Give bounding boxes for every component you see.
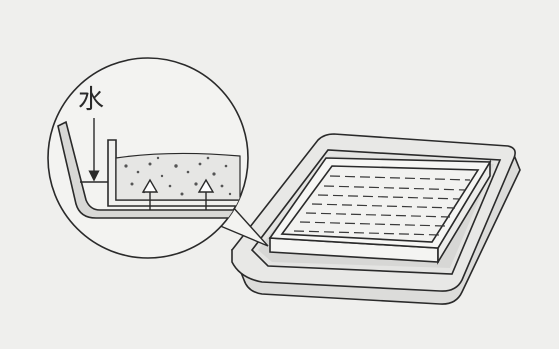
callout-soil-speckles <box>124 156 232 196</box>
magnified-callout: 水 <box>47 57 269 259</box>
callout-tray-wall <box>57 120 248 219</box>
water-label: 水 <box>78 85 104 115</box>
absorption-arrows <box>141 178 215 210</box>
seedling-flat <box>268 157 492 265</box>
callout-soil <box>115 152 241 201</box>
soil-texture <box>293 175 471 236</box>
